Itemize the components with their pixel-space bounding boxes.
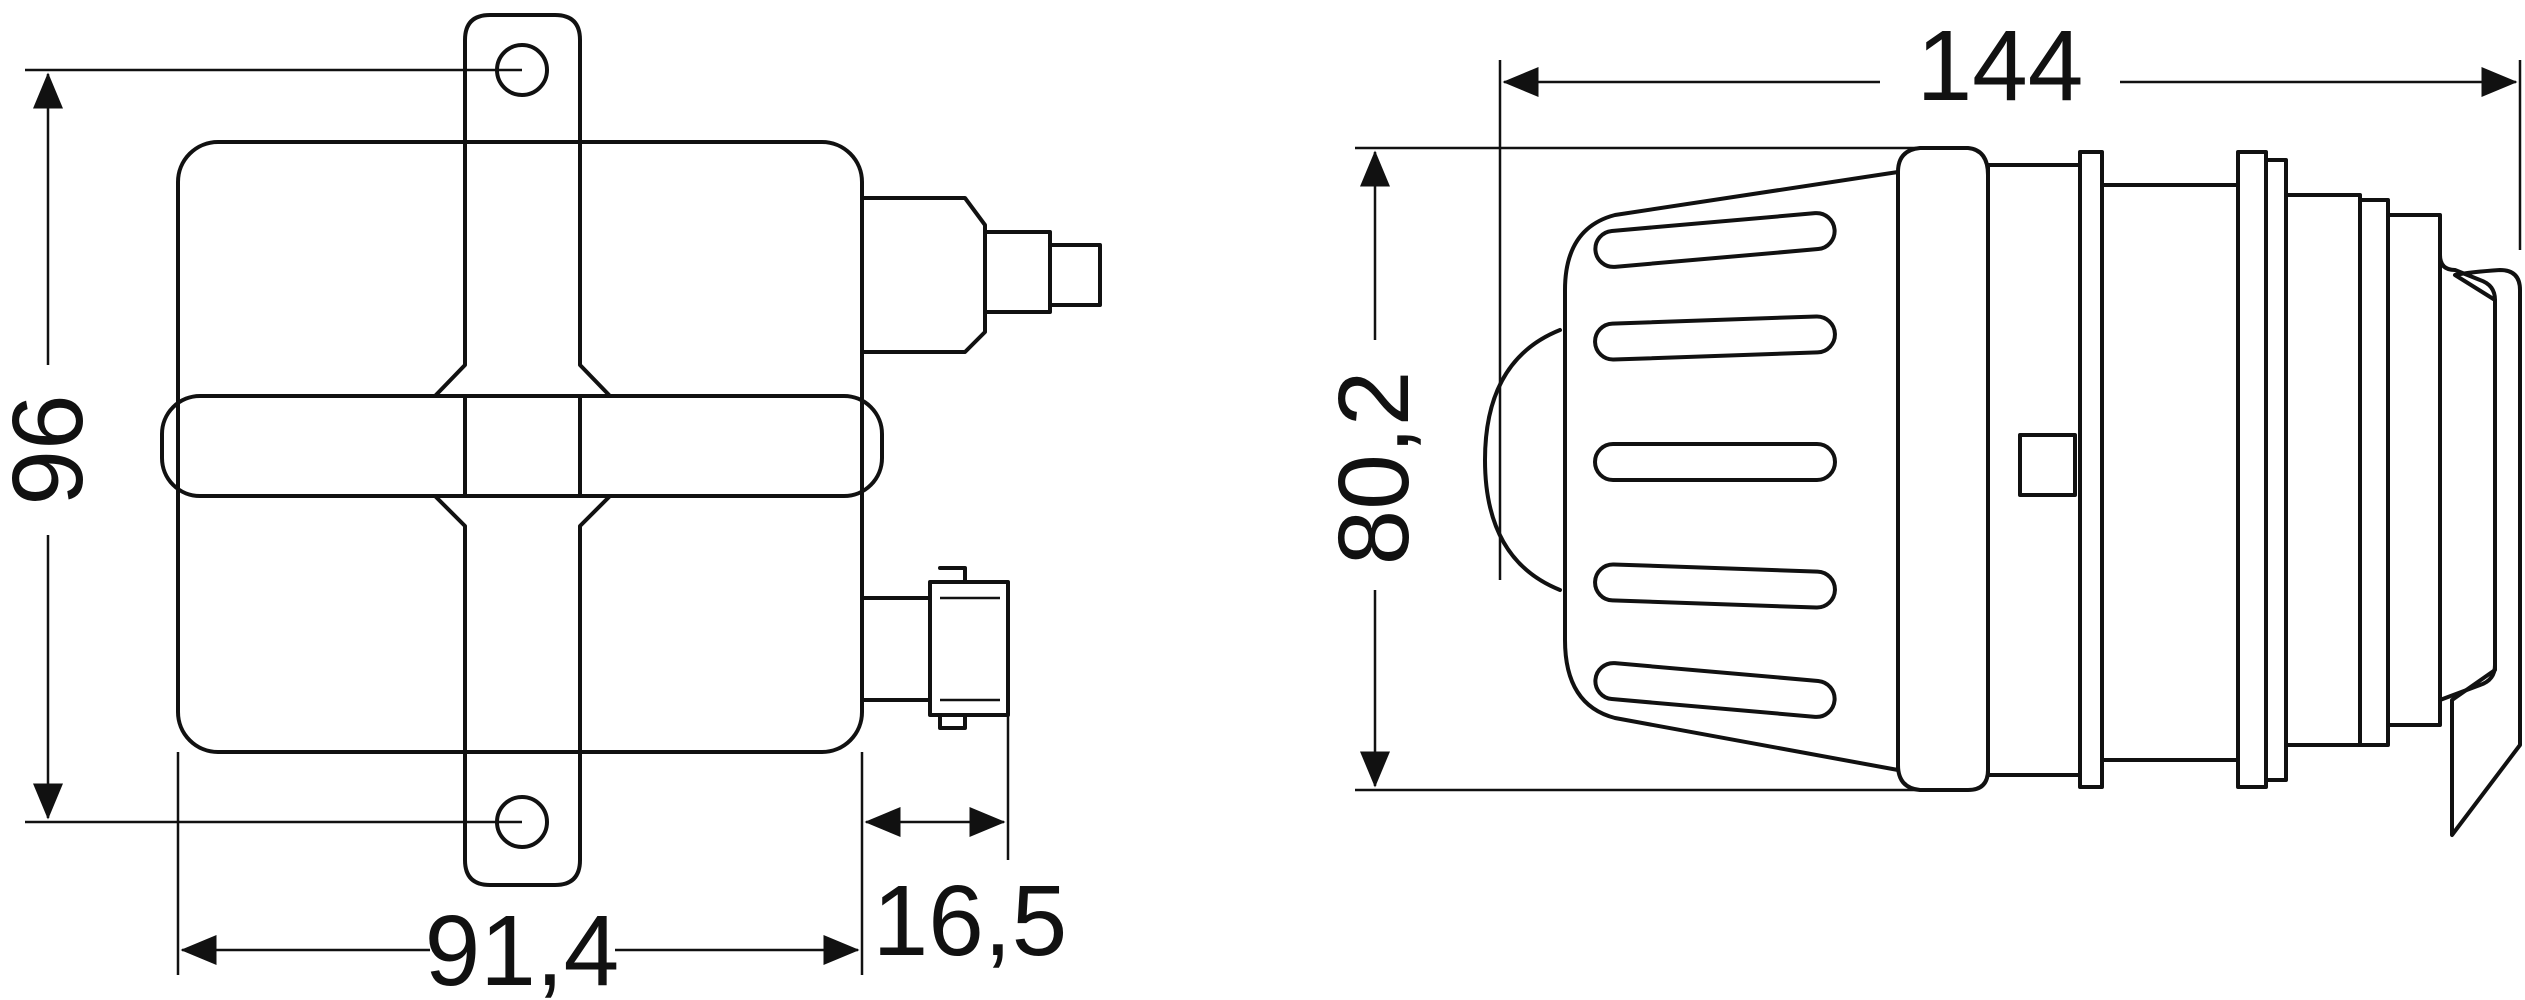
front-dimensions: 96 91,4 16,5 [0, 68, 1068, 1000]
bottom-connector [860, 596, 932, 702]
dim-length-label: 144 [1917, 10, 2084, 122]
horizontal-band [160, 394, 884, 498]
dim-connector-label: 16,5 [873, 865, 1068, 977]
dim-width-label: 91,4 [425, 895, 620, 1000]
side-view [1483, 146, 2522, 837]
housing-body [176, 140, 864, 754]
dim-diameter-label: 80,2 [1318, 371, 1430, 566]
front-rim [1896, 146, 1990, 792]
front-view [160, 13, 1102, 887]
reflector-shell [1563, 170, 1900, 772]
top-connector [860, 196, 987, 354]
mounting-bracket [433, 13, 612, 887]
lamp-housing [1986, 163, 2082, 777]
rear-flange [2236, 150, 2268, 789]
rear-cap [2438, 253, 2497, 702]
lens-dome [1483, 328, 1562, 592]
reflector-ribs [1593, 211, 1837, 719]
side-dimensions: 144 80,2 [1318, 10, 2522, 792]
dim-height-label: 96 [0, 394, 104, 505]
